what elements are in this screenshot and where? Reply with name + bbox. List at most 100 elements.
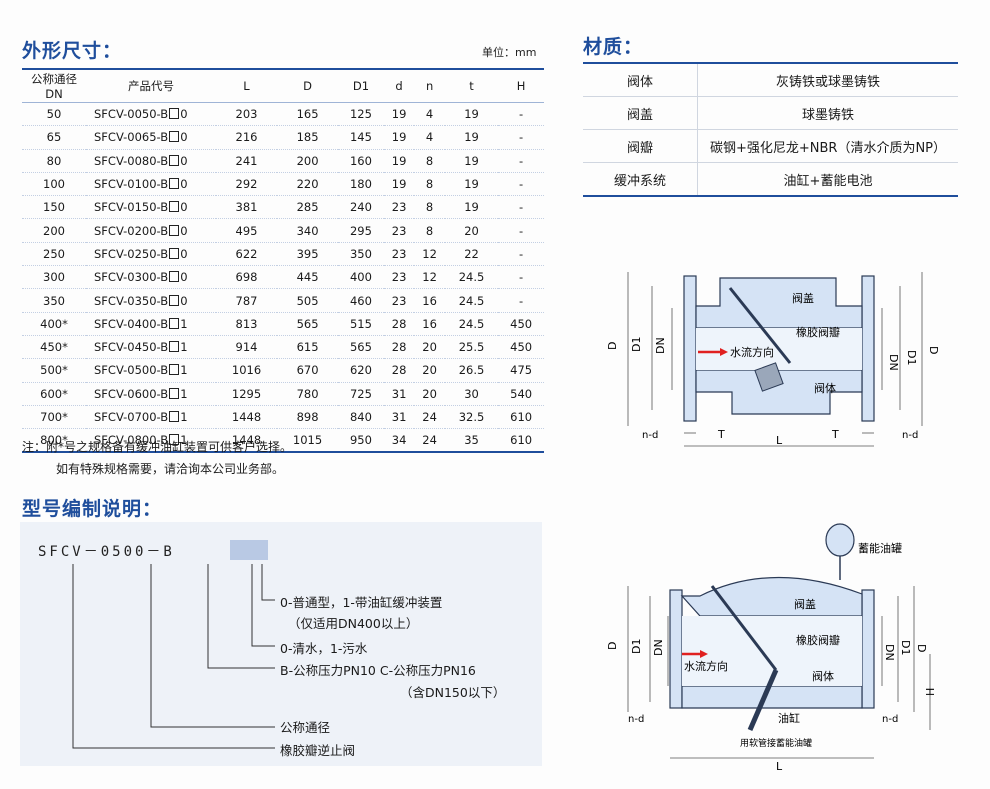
- cell-t: 35: [444, 428, 499, 454]
- dim-D1-left: D1: [630, 337, 643, 352]
- label-body: 阀体: [812, 669, 834, 683]
- label-disc: 橡胶阀瓣: [796, 325, 840, 339]
- cell-D: 165: [277, 102, 339, 127]
- code-suffix: 1: [180, 316, 188, 331]
- cell-D1: 620: [338, 358, 384, 383]
- dim-H: H: [924, 688, 937, 696]
- dim-D-left: D: [606, 642, 619, 650]
- cell-L: 241: [216, 149, 278, 173]
- dim-T-left: T: [717, 428, 725, 441]
- cell-H: 540: [498, 382, 544, 406]
- cell-d: 34: [383, 428, 415, 454]
- cell-d: 23: [383, 288, 415, 313]
- cell-L: 495: [216, 218, 278, 243]
- cell-L: 1016: [216, 358, 278, 383]
- cell-n: 4: [414, 125, 445, 150]
- col-L: L: [216, 68, 278, 103]
- cell-H: -: [498, 172, 544, 197]
- cell-d: 19: [383, 149, 415, 173]
- cell-L: 1448: [216, 405, 278, 430]
- col-d: d: [383, 68, 415, 103]
- table-row: 阀瓣 碳钢+强化尼龙+NBR（清水介质为NP）: [583, 129, 958, 163]
- code-suffix: 0: [180, 246, 188, 261]
- cell-d: 23: [383, 218, 415, 243]
- code-suffix: 1: [180, 433, 188, 448]
- cell-d: 23: [383, 265, 415, 290]
- valve-drawing-buffer: 水流方向 蓄能油罐 阀盖 橡胶阀瓣 阀体 油缸 用软管接蓄能油罐 D D1 DN…: [606, 523, 937, 772]
- cell-D: 1015: [277, 428, 339, 454]
- code-suffix: 0: [180, 130, 188, 145]
- model-leader-lines: [72, 564, 275, 749]
- cell-D: 445: [277, 265, 339, 290]
- cell-dn: 150: [22, 195, 86, 220]
- code-suffix: 0: [180, 153, 188, 168]
- cell-d: 23: [383, 242, 415, 267]
- code-prefix: SFCV-0250-B: [94, 246, 169, 261]
- code-prefix: SFCV-0100-B: [94, 177, 169, 192]
- dim-nd-right: n-d: [882, 714, 898, 725]
- code-prefix: SFCV-0080-B: [94, 153, 169, 168]
- cell-dn: 200: [22, 218, 86, 243]
- cell-D1: 565: [338, 335, 384, 360]
- model-code-box: [230, 540, 268, 560]
- code-box-icon: [169, 317, 180, 329]
- dim-nd-right: n-d: [902, 430, 918, 441]
- cell-d: 31: [383, 382, 415, 406]
- cell-dn: 100: [22, 172, 86, 197]
- legend-product-name: 橡胶瓣逆止阀: [280, 743, 356, 758]
- cell-dn: 450*: [22, 335, 86, 360]
- cell-H: -: [498, 149, 544, 173]
- code-suffix: 0: [180, 223, 188, 238]
- cell-n: 20: [414, 358, 445, 383]
- col-H: H: [498, 68, 544, 103]
- cell-H: 475: [498, 358, 544, 383]
- code-suffix: 1: [180, 410, 188, 424]
- dim-D1-right: D1: [899, 640, 912, 655]
- legend-type: 0-普通型，1-带油缸缓冲装置: [280, 595, 443, 610]
- cell-D: 395: [277, 242, 339, 267]
- cell-D: 565: [277, 312, 339, 336]
- cell-L: 1295: [216, 382, 278, 406]
- cell-t: 19: [444, 195, 499, 220]
- materials-table: 阀体 灰铸铁或球墨铸铁 阀盖 球墨铸铁 阀瓣 碳钢+强化尼龙+NBR（清水介质为…: [583, 62, 958, 197]
- label-flow: 水流方向: [684, 659, 728, 673]
- code-box-icon: [169, 131, 180, 143]
- right-flange: [861, 275, 875, 422]
- cell-dn: 350: [22, 288, 86, 313]
- code-box-icon: [169, 201, 180, 213]
- dim-L: L: [776, 434, 783, 447]
- cell-n: 20: [414, 382, 445, 406]
- cell-L: 622: [216, 242, 278, 267]
- code-prefix: SFCV-0400-B: [94, 316, 169, 331]
- cell-H: -: [498, 125, 544, 150]
- code-suffix: 0: [180, 177, 188, 192]
- valve-body: [681, 685, 863, 709]
- cell-dn: 65: [22, 125, 86, 150]
- cell-t: 19: [444, 125, 499, 150]
- label-hose: 用软管接蓄能油罐: [740, 737, 812, 749]
- cell-H: 610: [498, 428, 544, 454]
- valve-body: [695, 369, 863, 415]
- code-prefix: SFCV-0200-B: [94, 223, 169, 238]
- model-code: SFCV－0500－B: [38, 544, 175, 560]
- dim-D-left: D: [606, 342, 619, 350]
- cell-D1: 840: [338, 405, 384, 430]
- cell-n: 8: [414, 149, 445, 173]
- cell-n: 12: [414, 265, 445, 290]
- dim-DN-right: DN: [883, 644, 896, 661]
- cell-D1: 460: [338, 288, 384, 313]
- code-box-icon: [169, 364, 180, 376]
- cell-n: 12: [414, 242, 445, 267]
- valve-drawing-standard: 水流方向 阀盖 橡胶阀瓣 阀体 D D1 DN DN D1 D L T T n-…: [606, 272, 940, 447]
- cell-d: 19: [383, 172, 415, 197]
